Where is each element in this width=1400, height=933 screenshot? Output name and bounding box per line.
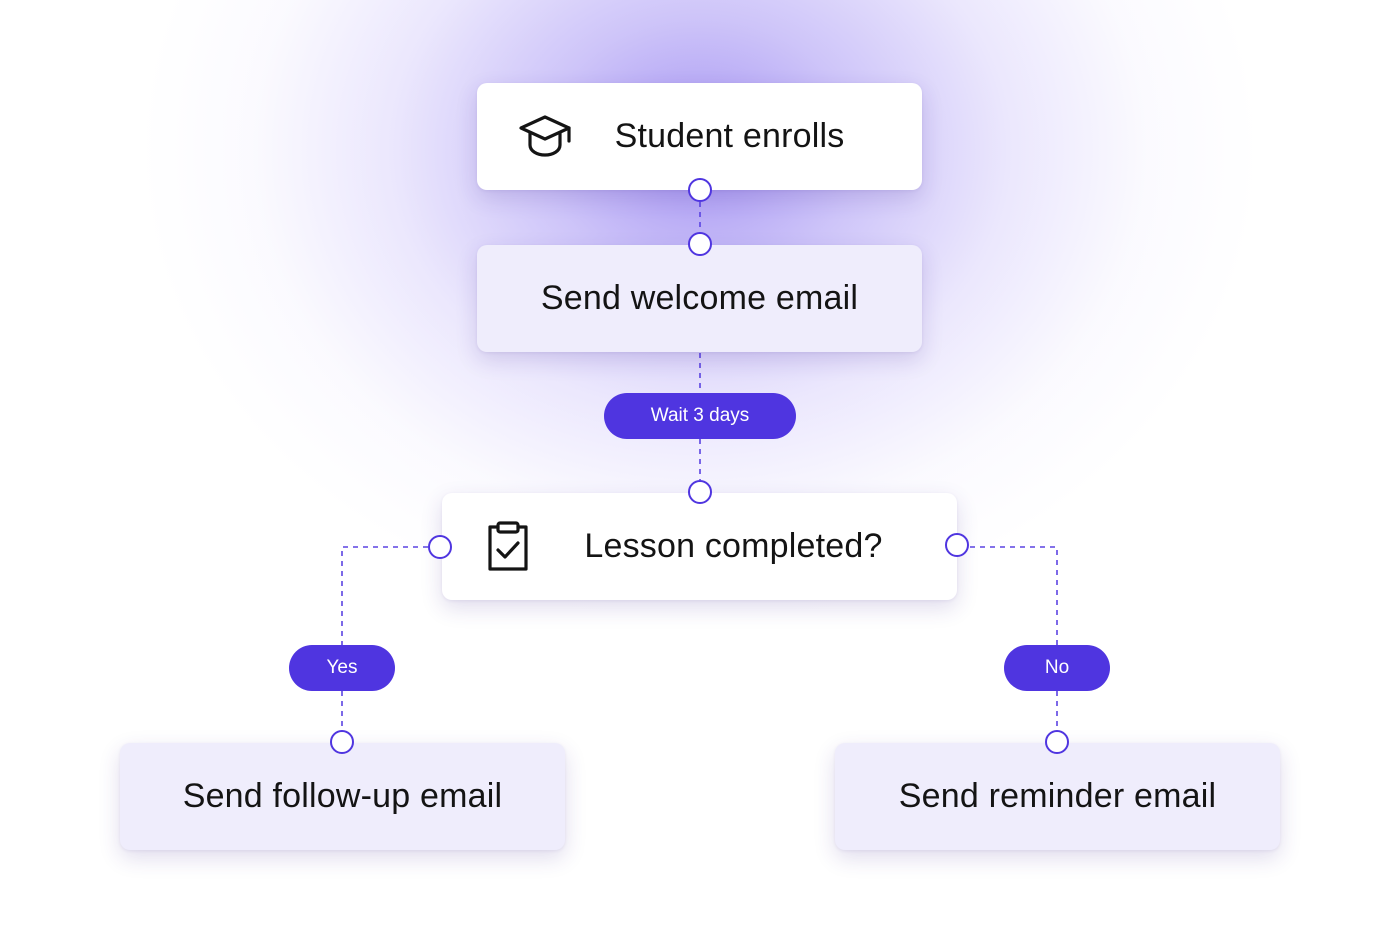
- node-label: Send follow-up email: [182, 777, 503, 815]
- connector-yes-branch-top: [341, 546, 428, 645]
- node-send-follow-up-email[interactable]: Send follow-up email: [120, 743, 565, 850]
- node-label: Lesson completed?: [584, 527, 883, 565]
- pill-label: Wait 3 days: [650, 405, 750, 426]
- node-label: Send reminder email: [898, 777, 1217, 815]
- clipboard-check-icon: [488, 521, 528, 571]
- node-lesson-completed[interactable]: Lesson completed?: [442, 493, 957, 600]
- port-condition-no-out[interactable]: [945, 533, 969, 557]
- port-condition-yes-out[interactable]: [428, 535, 452, 559]
- port-condition-in[interactable]: [688, 480, 712, 504]
- wait-pill[interactable]: Wait 3 days: [604, 393, 796, 439]
- port-reminder-in[interactable]: [1045, 730, 1069, 754]
- no-pill[interactable]: No: [1004, 645, 1110, 691]
- node-label: Student enrolls: [614, 117, 845, 155]
- node-student-enrolls[interactable]: Student enrolls: [477, 83, 922, 190]
- graduation-cap-icon: [519, 115, 571, 157]
- node-send-welcome-email[interactable]: Send welcome email: [477, 245, 922, 352]
- port-welcome-in[interactable]: [688, 232, 712, 256]
- connector-no-branch-top: [970, 546, 1058, 645]
- node-label: Send welcome email: [540, 279, 859, 317]
- port-followup-in[interactable]: [330, 730, 354, 754]
- node-send-reminder-email[interactable]: Send reminder email: [835, 743, 1280, 850]
- yes-pill[interactable]: Yes: [289, 645, 395, 691]
- pill-label: Yes: [326, 657, 358, 678]
- port-trigger-out[interactable]: [688, 178, 712, 202]
- pill-label: No: [1044, 657, 1070, 678]
